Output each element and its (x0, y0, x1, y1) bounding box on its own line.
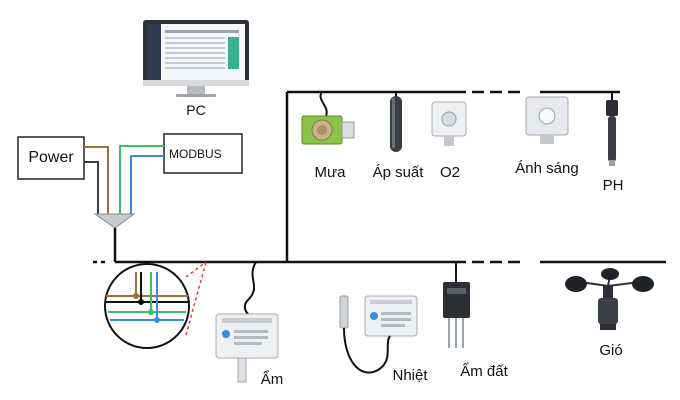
ph-label: PH (603, 177, 624, 194)
o2-sensor-icon (431, 101, 467, 146)
modbus-box (163, 133, 243, 174)
anemometer-icon (565, 268, 654, 330)
o2-label: O2 (440, 164, 460, 181)
rain-label: Mưa (315, 164, 347, 181)
humidity-label: Ẩm (261, 370, 284, 388)
wind-label: Gió (599, 342, 622, 359)
power-box (17, 136, 85, 180)
temperature-label: Nhiệt (392, 367, 428, 384)
cable-junction (93, 213, 136, 229)
pressure-probe-icon (390, 96, 402, 152)
modbus-label: MODBUS (169, 147, 222, 161)
soil-label: Ẩm đất (460, 362, 508, 380)
temperature-module-icon (339, 295, 418, 374)
zoom-pointer-top (185, 261, 207, 278)
pc-label: PC (186, 102, 205, 118)
wiring-zoom-circle (104, 263, 190, 349)
light-sensor-icon (525, 96, 569, 144)
pressure-label: Áp suất (373, 164, 425, 181)
rain-sensor-icon (301, 115, 355, 145)
soil-probe-icon (443, 282, 470, 348)
light-label: Ánh sáng (515, 160, 578, 177)
power-label: Power (28, 149, 74, 166)
bus-lines (115, 90, 666, 264)
humidity-module-icon (215, 313, 279, 383)
pc-monitor-icon (143, 20, 249, 97)
ph-probe-icon (606, 100, 618, 166)
wire-bundle (84, 145, 164, 214)
zoom-pointer-bottom (185, 261, 207, 336)
humidity-cable (243, 261, 257, 315)
rain-cable (319, 91, 328, 117)
bus-dashes (472, 90, 520, 264)
